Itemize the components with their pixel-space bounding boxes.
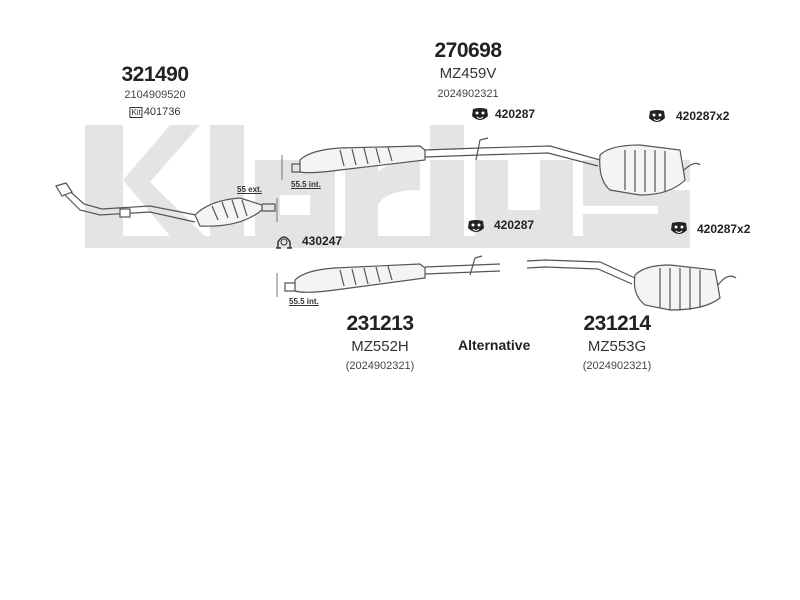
kit-number: 401736 [143,106,181,118]
clamp-number: 420287x2 [676,109,730,123]
clamp-number: 420287x2 [697,222,751,236]
clamp-number: 430247 [302,234,343,248]
dimension-label: 55 ext. [237,185,262,194]
dimension-marks [276,155,283,297]
reference-code: MZ552H [351,338,409,355]
watermark-band [85,236,690,248]
part-number-231213: 231213 [346,312,414,335]
reference-code: MZ459V [439,65,497,82]
part-number-270698: 270698 [434,39,502,62]
reference-code: MZ553G [587,338,647,355]
rear-drawing [526,259,737,311]
front-pipe-drawing [55,182,276,227]
oe-number: 2024902321 [437,88,499,100]
rubber-mount-icon [671,222,687,234]
rubber-mount-icon [468,220,484,232]
oe-number: (2024902321) [345,360,415,372]
part-number-231214: 231214 [583,312,651,335]
alternative-label: Alternative [458,337,531,353]
dimension-label: 55.5 int. [291,180,321,189]
rubber-mount-icon [472,108,488,120]
oe-number: 2104909520 [124,89,186,101]
clamp-number: 420287 [494,218,535,232]
watermark-logo [85,125,690,248]
middle-drawing [284,255,501,293]
kit-label: Kit [129,107,143,118]
oe-number: (2024902321) [582,360,652,372]
rubber-mount-icon [649,110,665,122]
part-number-321490: 321490 [121,63,189,86]
dimension-label: 55.5 int. [289,297,319,306]
clamp-number: 420287 [495,107,536,121]
pipe-clamp-icon [276,236,292,249]
middle-rear-drawing [291,137,701,196]
